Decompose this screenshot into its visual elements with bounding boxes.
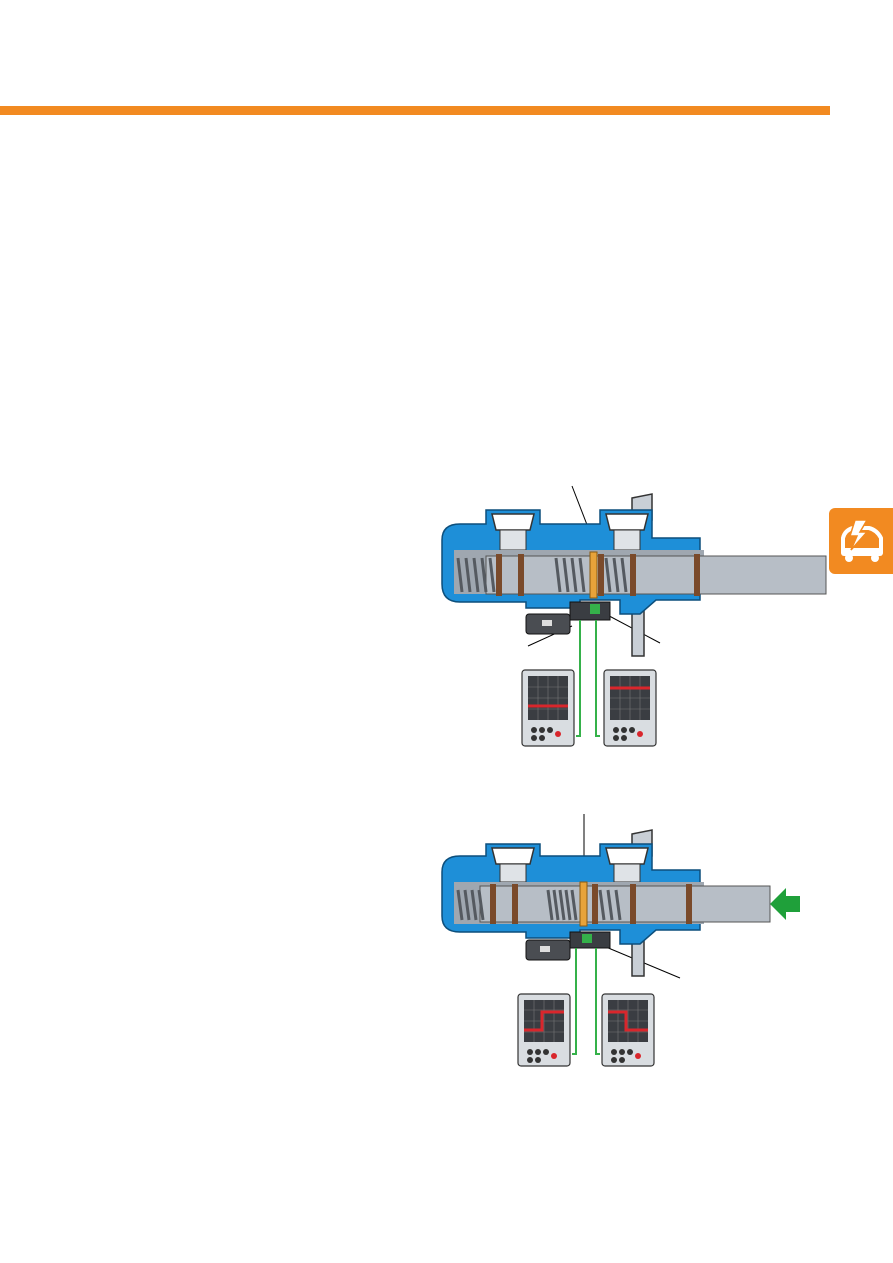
magnet-ring [579,881,588,927]
brake-switch-diagram-actuated [430,808,830,1070]
seal [518,554,524,596]
port-right-neck [613,863,641,883]
magnet-ring [589,551,598,599]
seal [496,554,502,596]
port-right [605,847,649,865]
spring-middle [554,557,586,593]
oscilloscope-right [603,669,657,747]
oscilloscope-right [601,993,655,1067]
seal [630,884,636,924]
sensor-element [582,934,592,943]
header-accent-rule [0,106,830,115]
oscilloscope-left [517,993,571,1067]
piston-rod [485,555,827,595]
car-electrical-icon [841,519,883,562]
wire-left [572,948,577,1055]
push-arrow-icon [770,888,800,920]
seal [512,884,518,924]
seal [694,554,700,596]
seal [686,884,692,924]
seal [598,554,604,596]
connector-pin [542,620,552,626]
connector-pin [540,946,550,952]
port-left-neck [499,529,527,551]
port-left [491,847,535,865]
seal [592,884,598,924]
brake-switch-diagram-released [430,480,830,750]
signal-trace [524,1010,564,1032]
spring-left [456,889,485,921]
wire-right [595,948,600,1055]
port-right [605,513,649,531]
port-left-neck [499,863,527,883]
spring-right [604,557,628,593]
seal [490,884,496,924]
section-tab[interactable] [829,508,893,574]
spring-right [598,889,622,921]
sensor-element [590,604,600,614]
wire-left [576,620,581,737]
seal [630,554,636,596]
port-right-neck [613,529,641,551]
signal-trace [608,1010,648,1032]
wire-right [595,620,600,737]
port-left [491,513,535,531]
piston-rod [479,885,771,923]
spring-middle [546,889,578,921]
spring-left [456,557,496,593]
oscilloscope-left [521,669,575,747]
